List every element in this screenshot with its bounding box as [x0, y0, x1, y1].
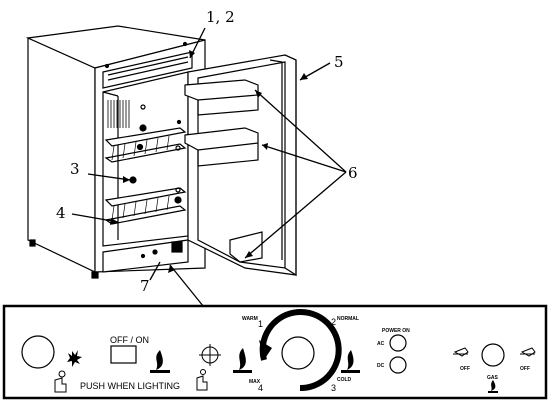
max-label: MAX	[249, 379, 261, 385]
ac-plug-icon	[453, 347, 469, 357]
pilot-crosshair-icon[interactable]	[199, 344, 221, 366]
gas-valve-knob[interactable]	[481, 343, 505, 367]
off-label-left: OFF	[460, 366, 470, 372]
callout-4: 4	[56, 204, 66, 222]
flame-icon-3	[341, 350, 360, 373]
leader-lines	[71, 27, 347, 323]
power-switch[interactable]	[110, 345, 137, 364]
arrow-1-2	[189, 50, 195, 58]
dc-label: DC	[377, 363, 385, 369]
callout-1-2: 1, 2	[206, 8, 235, 26]
dc-plug-icon	[520, 347, 536, 357]
callout-5: 5	[334, 53, 344, 71]
dc-indicator[interactable]	[389, 356, 407, 374]
refrigerator-cabinet	[25, 25, 206, 279]
off-on-label: OFF / ON	[110, 335, 149, 345]
flame-icon-1	[150, 350, 170, 373]
arrow-panel	[168, 265, 175, 273]
warm-label: WARM	[242, 316, 258, 322]
flame-icon-2	[233, 348, 252, 373]
ac-label: AC	[377, 341, 385, 347]
leader-4	[71, 213, 119, 223]
dial-number-3: 3	[331, 383, 336, 393]
dial-number-1: 1	[258, 319, 263, 329]
arrow-5	[300, 73, 308, 80]
arrow-6a	[255, 90, 262, 98]
gas-label: GAS	[487, 375, 499, 381]
callout-6: 6	[348, 164, 358, 182]
dial-number-4: 4	[258, 383, 263, 393]
dial-number-2: 2	[331, 317, 336, 327]
off-label-right: OFF	[520, 366, 530, 372]
igniter-button[interactable]	[21, 335, 55, 369]
gas-flame-icon	[488, 380, 498, 393]
callout-3: 3	[70, 160, 80, 178]
leader-6b	[261, 144, 347, 173]
ac-indicator[interactable]	[389, 334, 407, 352]
dial-arc-end	[259, 340, 272, 360]
power-on-label: POWER ON	[382, 328, 410, 334]
callout-7: 7	[140, 277, 150, 295]
normal-label: NORMAL	[337, 316, 359, 322]
leader-6c	[244, 171, 347, 259]
push-when-lighting-label: PUSH WHEN LIGHTING	[80, 381, 180, 391]
hand-press-icon-center	[196, 369, 208, 391]
refrigerator-door	[176, 54, 297, 277]
control-panel: OFF / ON PUSH WHEN LIGHTING	[2, 304, 548, 400]
hand-press-icon-left	[54, 370, 67, 393]
thermostat-dial[interactable]	[259, 309, 342, 392]
cold-label: COLD	[337, 377, 352, 383]
arrow-6b	[262, 143, 268, 150]
arrow-4	[110, 218, 118, 225]
dial-arc	[259, 309, 342, 392]
arrow-6c	[245, 251, 253, 258]
spark-icon	[67, 350, 82, 367]
leader-6a	[254, 89, 347, 173]
thermostat-knob[interactable]	[281, 336, 315, 370]
leader-7	[149, 261, 161, 281]
arrow-3	[123, 176, 130, 183]
leader-arrowheads	[110, 50, 308, 273]
